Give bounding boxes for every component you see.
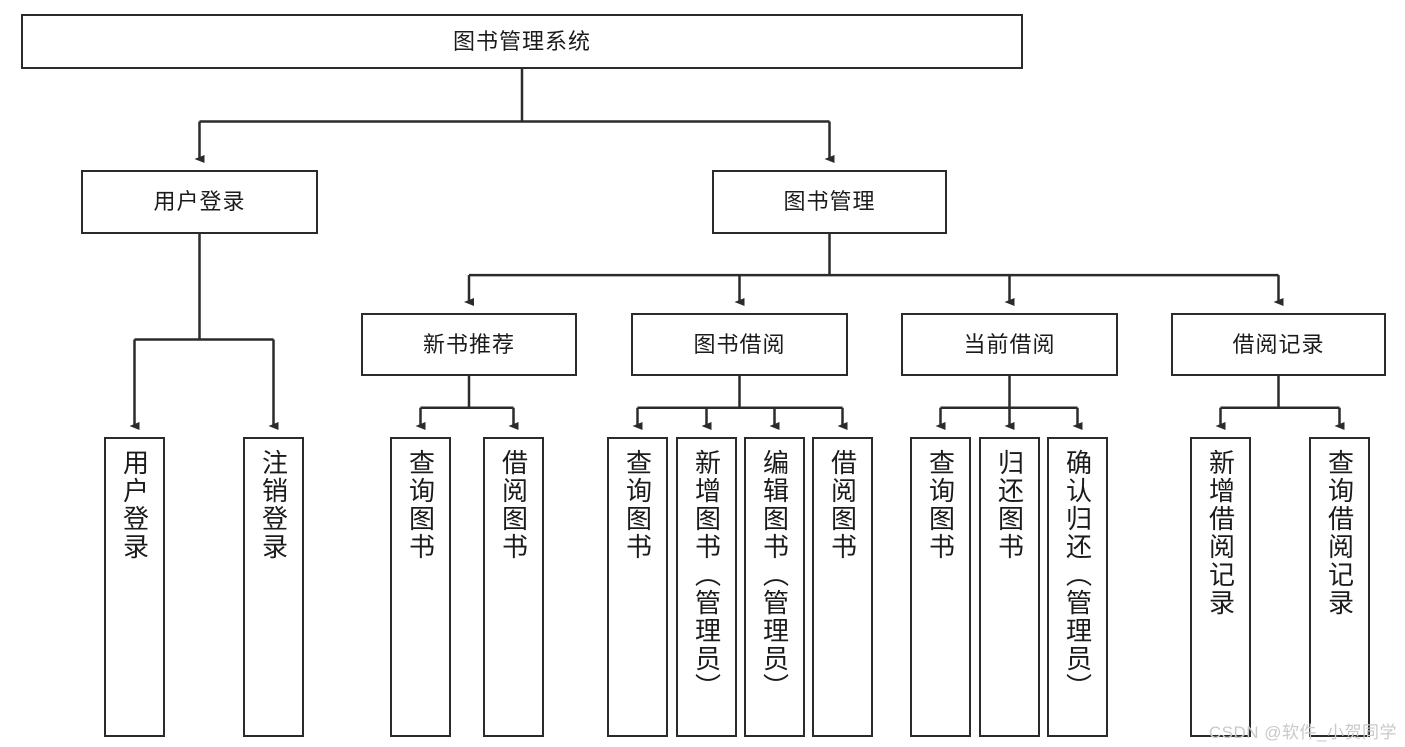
node-new-book-recommend[interactable]: 新书推荐 bbox=[361, 313, 577, 376]
node-book-borrow-label: 图书借阅 bbox=[693, 331, 786, 357]
leaf-current-query-book[interactable]: 查询图书 bbox=[910, 437, 971, 737]
leaf-borrow-add-book-label: 新增图书（管理员） bbox=[691, 449, 722, 701]
node-current-borrow[interactable]: 当前借阅 bbox=[901, 313, 1118, 376]
leaf-record-add-label: 新增借阅记录 bbox=[1205, 449, 1236, 617]
leaf-user-logout-label: 注销登录 bbox=[258, 449, 289, 561]
node-root-label: 图书管理系统 bbox=[452, 28, 591, 54]
leaf-record-search[interactable]: 查询借阅记录 bbox=[1309, 437, 1370, 737]
watermark: CSDN @软件_小贺同学 bbox=[1208, 723, 1397, 742]
leaf-current-confirm-return-label: 确认归还（管理员） bbox=[1062, 449, 1093, 701]
node-book-borrow[interactable]: 图书借阅 bbox=[631, 313, 848, 376]
leaf-borrow-query-book[interactable]: 查询图书 bbox=[607, 437, 668, 737]
leaf-user-login-label: 用户登录 bbox=[119, 449, 150, 561]
leaf-current-return-book[interactable]: 归还图书 bbox=[979, 437, 1040, 737]
leaf-recommend-query-book[interactable]: 查询图书 bbox=[390, 437, 451, 737]
leaf-current-query-book-label: 查询图书 bbox=[925, 449, 956, 561]
leaf-record-search-label: 查询借阅记录 bbox=[1324, 449, 1355, 617]
node-book-management-module[interactable]: 图书管理 bbox=[712, 170, 947, 234]
leaf-borrow-add-book[interactable]: 新增图书（管理员） bbox=[676, 437, 737, 737]
leaf-current-confirm-return[interactable]: 确认归还（管理员） bbox=[1047, 437, 1108, 737]
leaf-record-add[interactable]: 新增借阅记录 bbox=[1190, 437, 1251, 737]
leaf-borrow-lend-book-label: 借阅图书 bbox=[827, 449, 858, 561]
node-user-login-module[interactable]: 用户登录 bbox=[81, 170, 318, 234]
leaf-borrow-edit-book-label: 编辑图书（管理员） bbox=[759, 449, 790, 701]
leaf-borrow-lend-book[interactable]: 借阅图书 bbox=[812, 437, 873, 737]
leaf-recommend-query-book-label: 查询图书 bbox=[405, 449, 436, 561]
node-current-borrow-label: 当前借阅 bbox=[963, 331, 1056, 357]
leaf-current-return-book-label: 归还图书 bbox=[994, 449, 1025, 561]
leaf-borrow-edit-book[interactable]: 编辑图书（管理员） bbox=[744, 437, 805, 737]
leaf-recommend-borrow-book[interactable]: 借阅图书 bbox=[483, 437, 544, 737]
leaf-user-login[interactable]: 用户登录 bbox=[104, 437, 165, 737]
leaf-recommend-borrow-book-label: 借阅图书 bbox=[498, 449, 529, 561]
node-book-management-module-label: 图书管理 bbox=[783, 189, 876, 214]
node-borrow-record[interactable]: 借阅记录 bbox=[1171, 313, 1386, 376]
leaf-user-logout[interactable]: 注销登录 bbox=[243, 437, 304, 737]
node-user-login-module-label: 用户登录 bbox=[153, 189, 246, 214]
leaf-borrow-query-book-label: 查询图书 bbox=[622, 449, 653, 561]
node-new-book-recommend-label: 新书推荐 bbox=[422, 331, 515, 357]
node-root[interactable]: 图书管理系统 bbox=[21, 14, 1023, 69]
node-borrow-record-label: 借阅记录 bbox=[1232, 331, 1325, 357]
